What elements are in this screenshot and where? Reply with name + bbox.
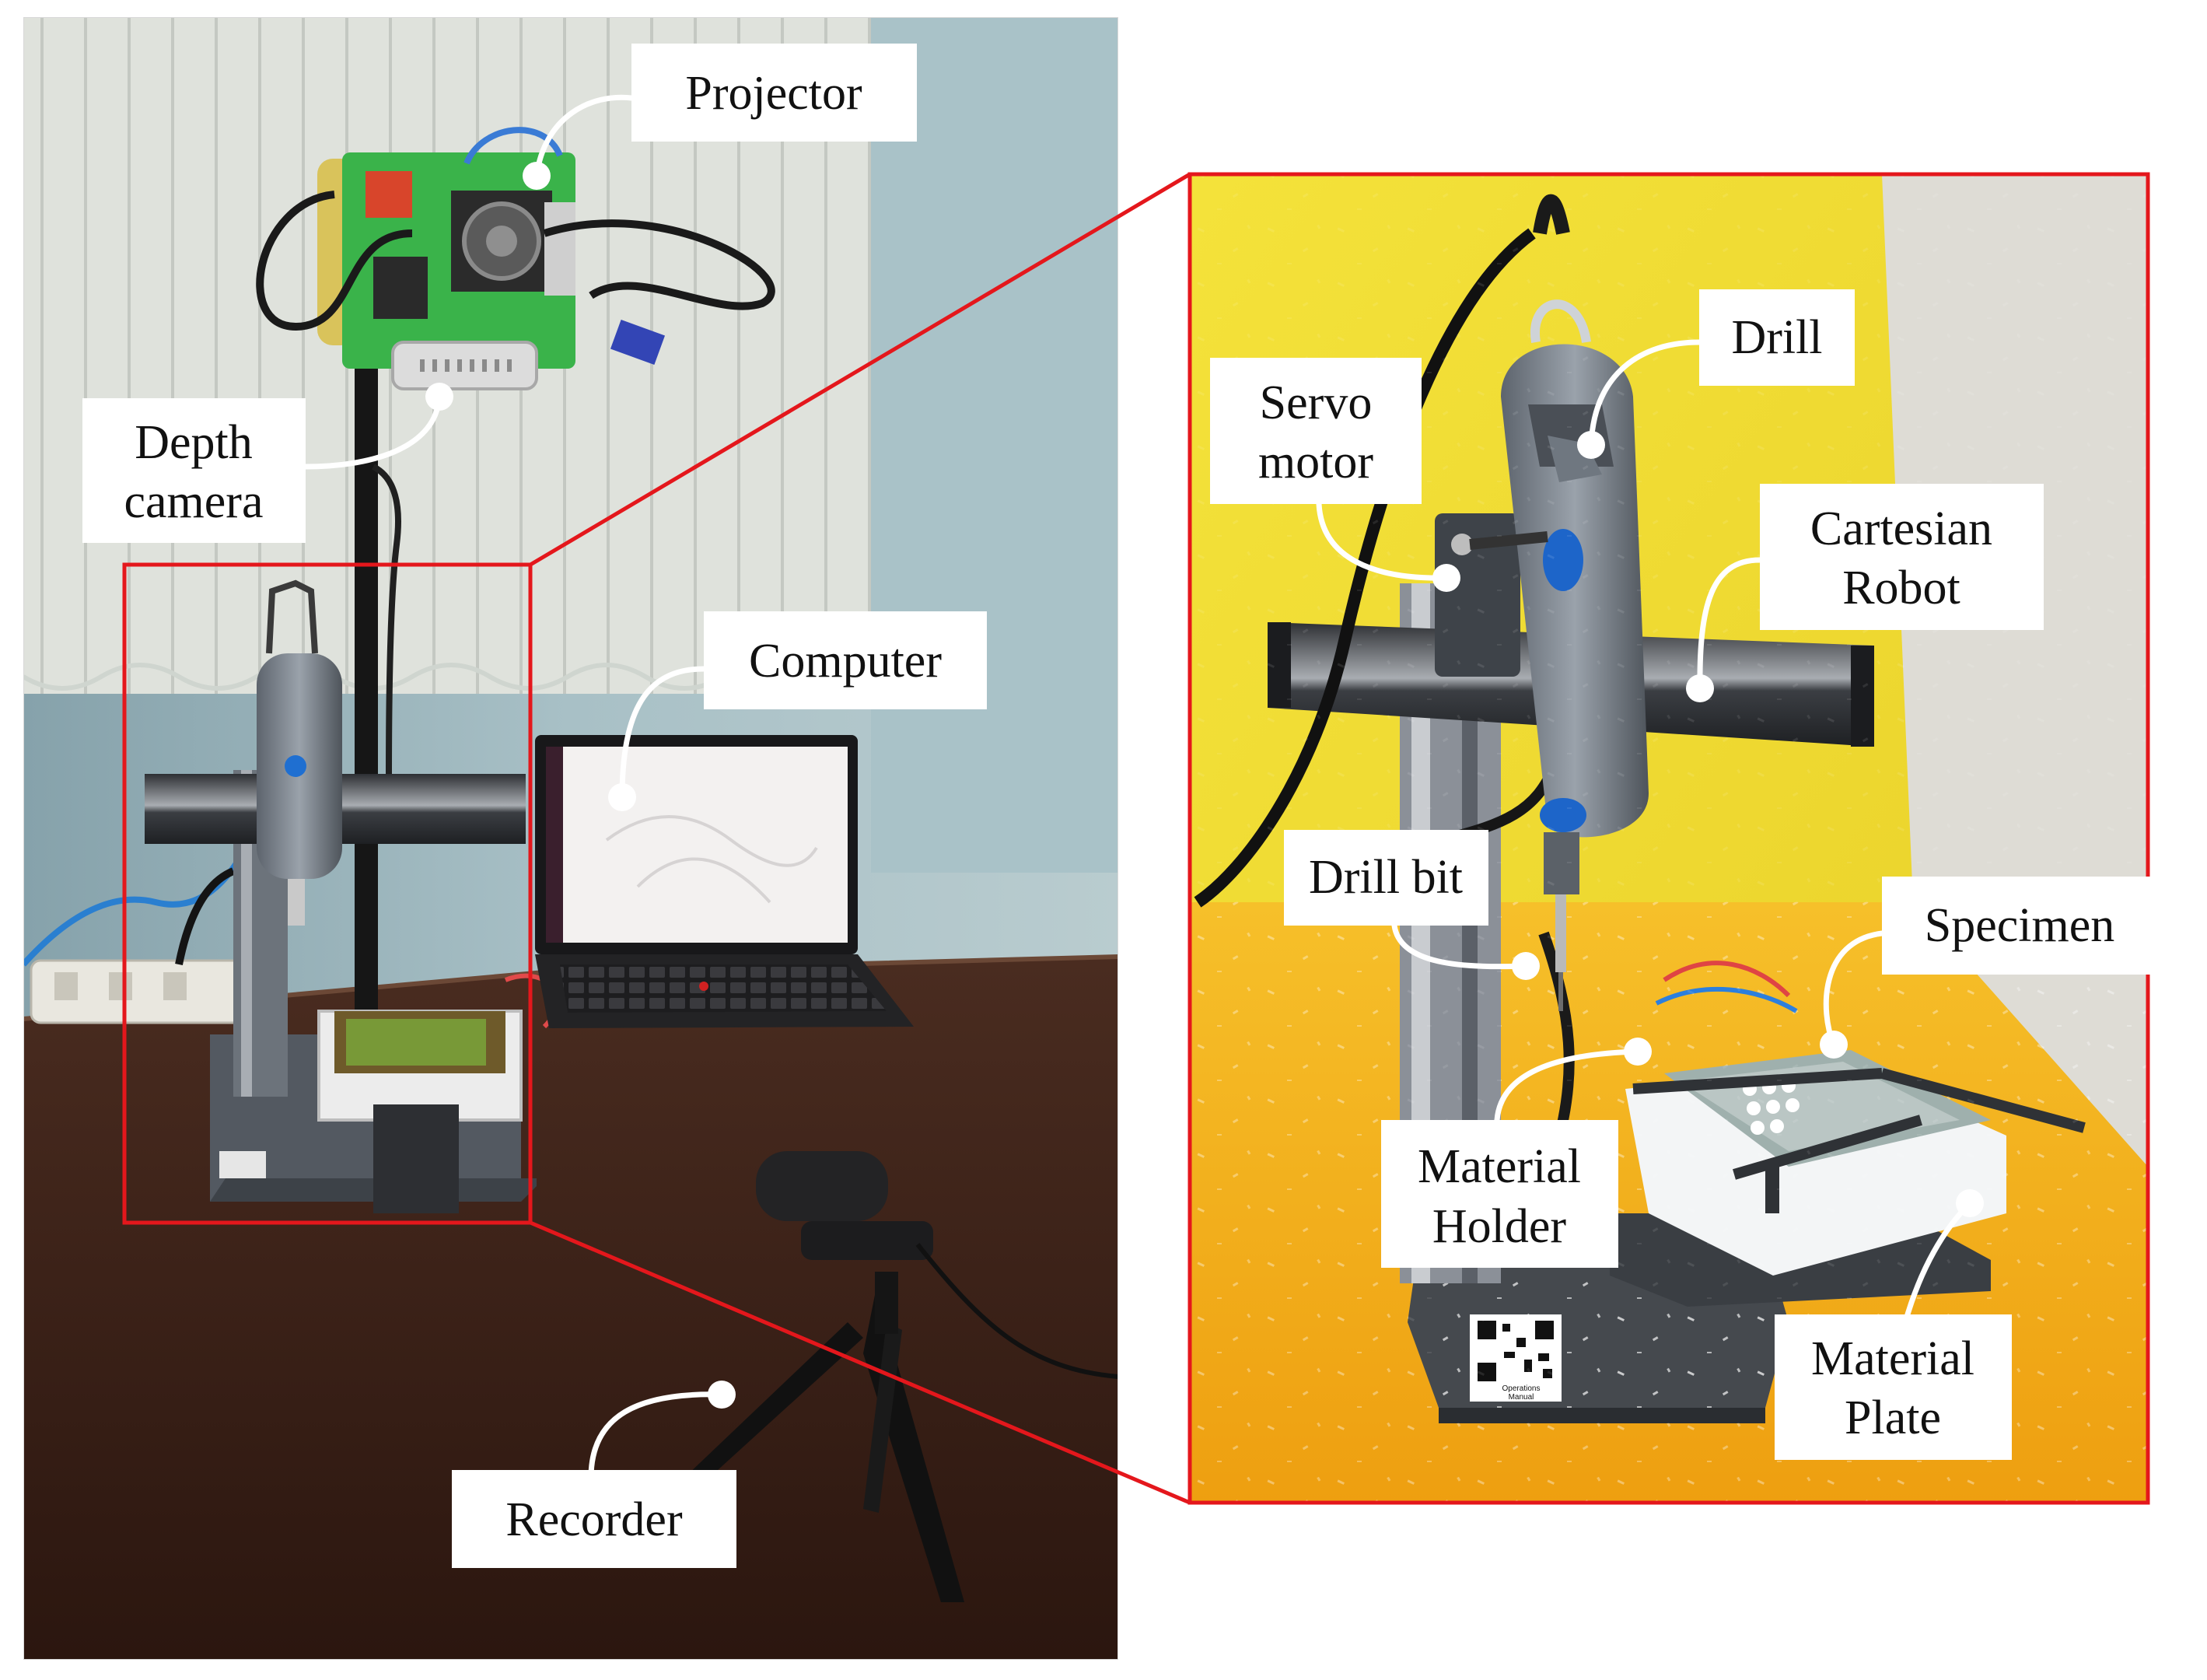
zoom-line-bottom — [530, 1220, 1191, 1505]
label-cartesian-robot-line-2: Robot — [1842, 562, 1960, 614]
leader-computer — [619, 666, 707, 800]
left-photo — [23, 17, 1118, 1660]
dot-depth-camera — [425, 383, 453, 411]
leader-specimen — [1823, 930, 1885, 1048]
label-projector: Projector — [631, 44, 917, 142]
leader-drill — [1588, 339, 1702, 448]
label-computer-line-1: Computer — [749, 635, 942, 688]
label-depth-camera: Depth camera — [82, 398, 306, 543]
dot-material-holder — [1624, 1038, 1652, 1066]
projector-device — [256, 127, 775, 369]
label-specimen: Specimen — [1882, 877, 2158, 975]
leader-dots — [425, 162, 1984, 1409]
recorder-device — [684, 1151, 1118, 1602]
label-depth-camera-line-2: camera — [124, 475, 264, 528]
leader-lines — [303, 94, 1973, 1481]
label-material-holder-line-2: Holder — [1432, 1200, 1567, 1253]
label-servo-motor-line-2: motor — [1258, 436, 1373, 488]
label-material-plate: Material Plate — [1775, 1314, 2012, 1460]
dot-servo-motor — [1432, 564, 1460, 592]
label-servo-motor-line-1: Servo — [1260, 376, 1373, 429]
zoom-indicator — [122, 172, 2150, 1505]
label-drill-bit: Drill bit — [1284, 830, 1488, 926]
label-material-plate-line-1: Material — [1811, 1332, 1974, 1385]
dot-material-plate — [1956, 1189, 1984, 1217]
cartesian-robot-small — [145, 579, 560, 1213]
leader-drill-bit — [1391, 922, 1529, 970]
label-material-holder-line-1: Material — [1418, 1140, 1581, 1193]
label-material-holder: Material Holder — [1381, 1120, 1618, 1268]
label-drill: Drill — [1699, 289, 1855, 386]
leader-projector — [533, 94, 635, 179]
labels: Projector Depth camera Computer Recorder… — [82, 44, 2158, 1568]
label-cartesian-robot: Cartesian Robot — [1760, 484, 2044, 630]
leader-depth-camera — [303, 394, 442, 470]
zoom-line-top — [529, 172, 1191, 567]
label-servo-motor: Servo motor — [1210, 358, 1422, 504]
zoom-source-box — [122, 562, 533, 1225]
laptop — [535, 735, 914, 1028]
label-computer: Computer — [704, 611, 987, 709]
zoom-target-box — [1187, 172, 2150, 1505]
dot-computer — [608, 783, 636, 811]
label-drill-bit-line-1: Drill bit — [1309, 851, 1463, 904]
label-drill-line-1: Drill — [1731, 311, 1822, 364]
label-projector-line-1: Projector — [685, 67, 862, 120]
dot-recorder — [708, 1381, 736, 1409]
leader-servo-motor — [1316, 501, 1450, 581]
leader-cartesian-robot — [1697, 557, 1763, 691]
dot-drill-bit — [1512, 952, 1540, 980]
label-specimen-line-1: Specimen — [1925, 899, 2115, 952]
label-material-plate-line-2: Plate — [1845, 1391, 1941, 1444]
dot-projector — [523, 162, 551, 190]
stand-pole — [355, 366, 378, 1011]
leader-recorder — [588, 1391, 725, 1481]
depth-camera-device — [391, 341, 538, 390]
label-depth-camera-line-1: Depth — [135, 416, 253, 469]
leader-material-holder — [1494, 1048, 1641, 1123]
label-recorder: Recorder — [452, 1470, 736, 1568]
label-recorder-line-1: Recorder — [505, 1493, 683, 1546]
dot-cartesian-robot — [1686, 674, 1714, 702]
dot-drill — [1577, 431, 1605, 459]
label-cartesian-robot-line-1: Cartesian — [1810, 502, 1992, 555]
dot-specimen — [1820, 1031, 1848, 1059]
